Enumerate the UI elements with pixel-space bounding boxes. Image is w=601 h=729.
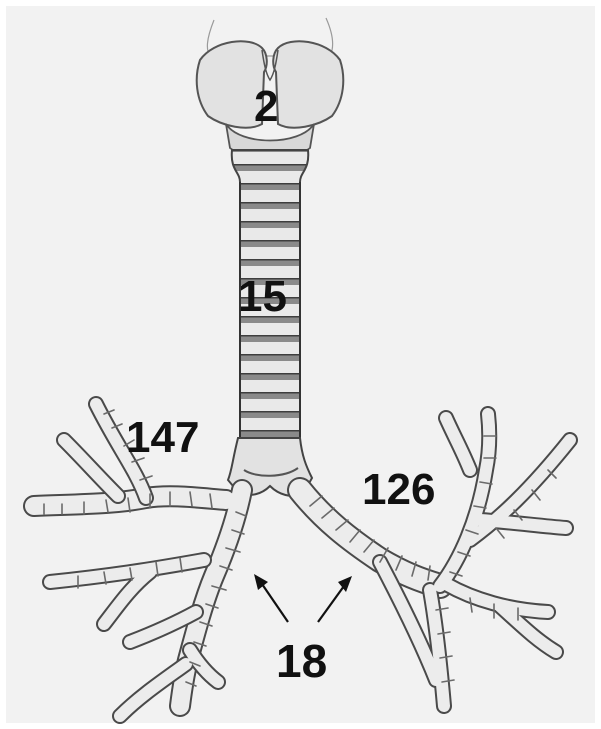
arrow-right-bronchus [318,586,344,622]
arrowhead-left-icon [254,574,268,590]
right-bronchial-tree [300,414,570,706]
label-larynx: 2 [254,85,278,129]
arrow-left-bronchus [262,584,288,622]
label-left-bronchial-tree: 147 [126,416,199,460]
label-right-bronchial-tree: 126 [362,468,435,512]
label-trachea: 15 [238,275,287,319]
label-main-bronchi: 18 [276,638,327,684]
main-bronchi-arrows [254,574,352,622]
